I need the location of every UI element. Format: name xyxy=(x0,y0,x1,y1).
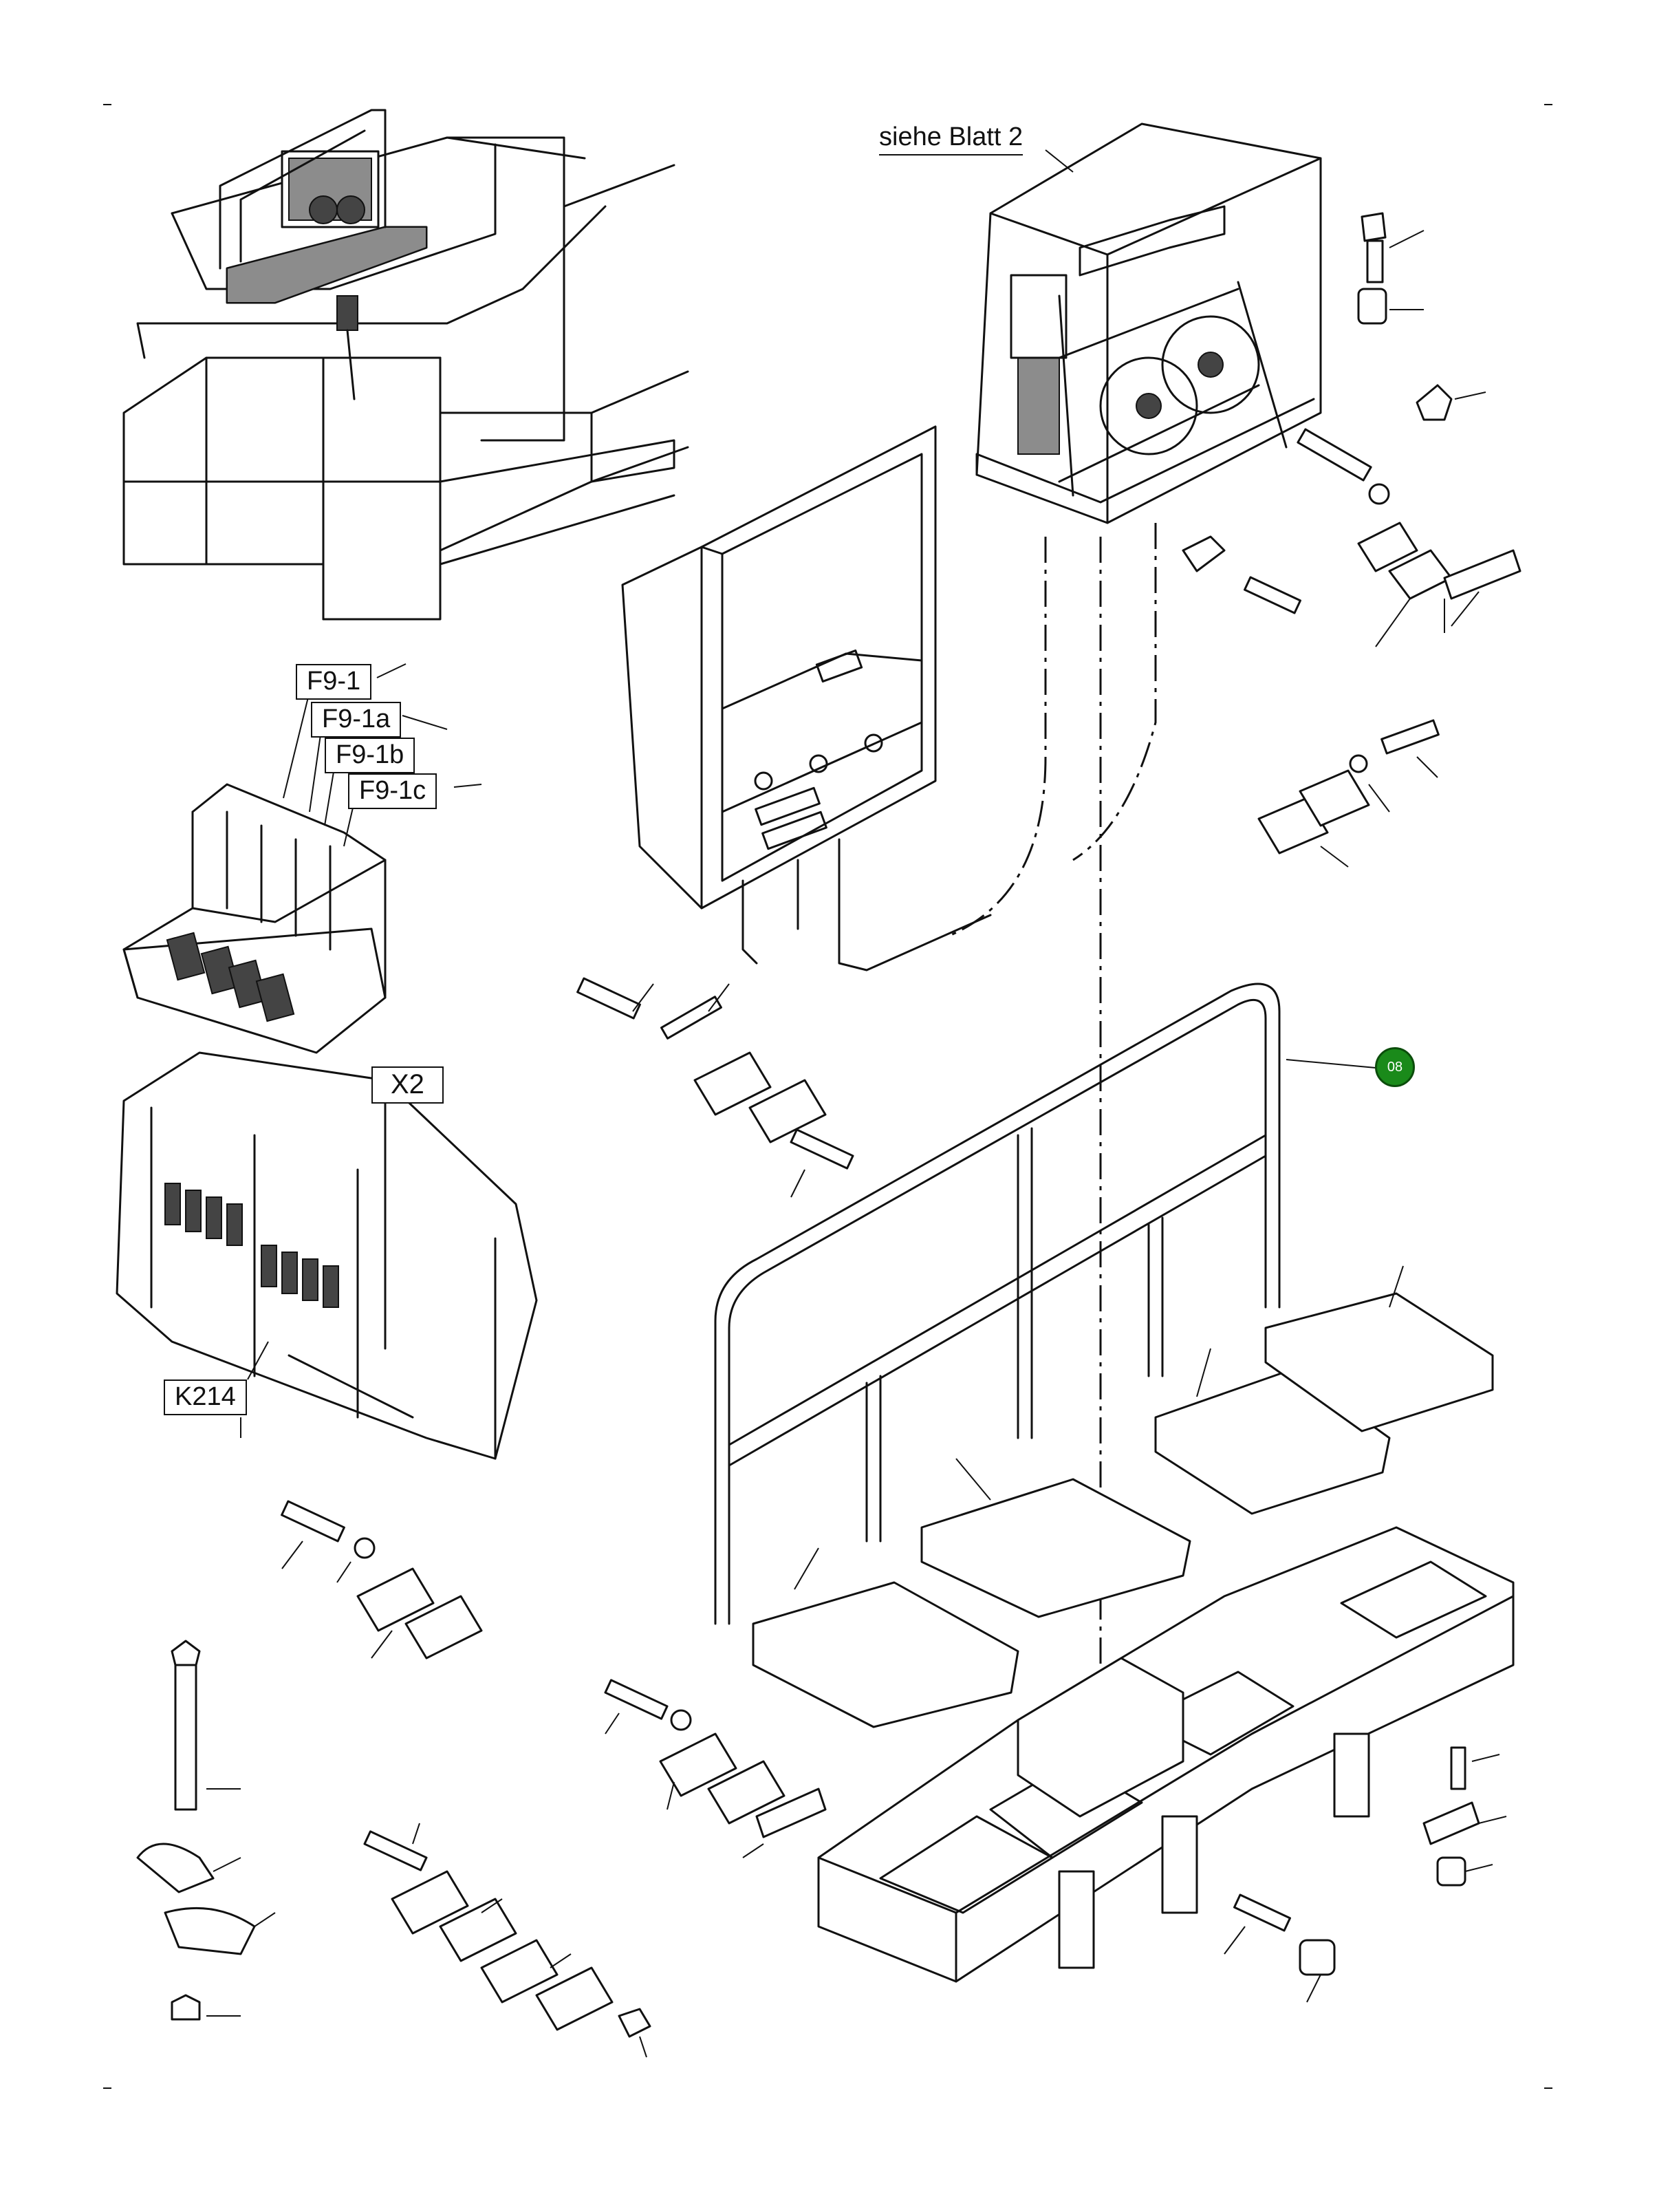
machine-overview-illustration xyxy=(122,109,689,621)
fuse-terminal-block-f9 xyxy=(122,663,482,1054)
clamp-set-right-2 xyxy=(1257,719,1440,868)
bolt-set-bottom-right xyxy=(1224,1746,1507,2003)
clamp-set-right-1 xyxy=(1182,428,1521,647)
position-number-badge[interactable]: 08 xyxy=(1375,1047,1415,1087)
clamp-set-center xyxy=(576,977,854,1198)
control-panel-frame xyxy=(621,425,992,971)
contactor-block-k214 xyxy=(116,1051,538,1460)
clamp-set-bottom-mid xyxy=(604,1679,827,1858)
label-f9-1b: F9-1b xyxy=(325,738,415,773)
base-frame xyxy=(817,1526,1515,1983)
label-f9-1c: F9-1c xyxy=(348,773,437,809)
label-f9-1: F9-1 xyxy=(296,664,372,700)
control-cabinet-assembly xyxy=(975,122,1322,524)
clamp-set-bottom-center xyxy=(363,1823,651,2058)
bolt-set-top-right xyxy=(1357,212,1486,421)
reference-leader xyxy=(1045,149,1074,173)
crop-marks xyxy=(103,104,1552,2089)
clamp-set-left xyxy=(281,1500,483,1660)
reference-sheet-label: siehe Blatt 2 xyxy=(879,124,1023,155)
label-f9-1a: F9-1a xyxy=(311,702,402,738)
bolt-clip-set-bottom-left xyxy=(136,1640,276,2021)
label-x2: X2 xyxy=(371,1066,444,1104)
label-k214: K214 xyxy=(164,1379,247,1415)
hardware-fasteners xyxy=(136,212,1521,2058)
floor-plates xyxy=(752,1265,1494,1728)
